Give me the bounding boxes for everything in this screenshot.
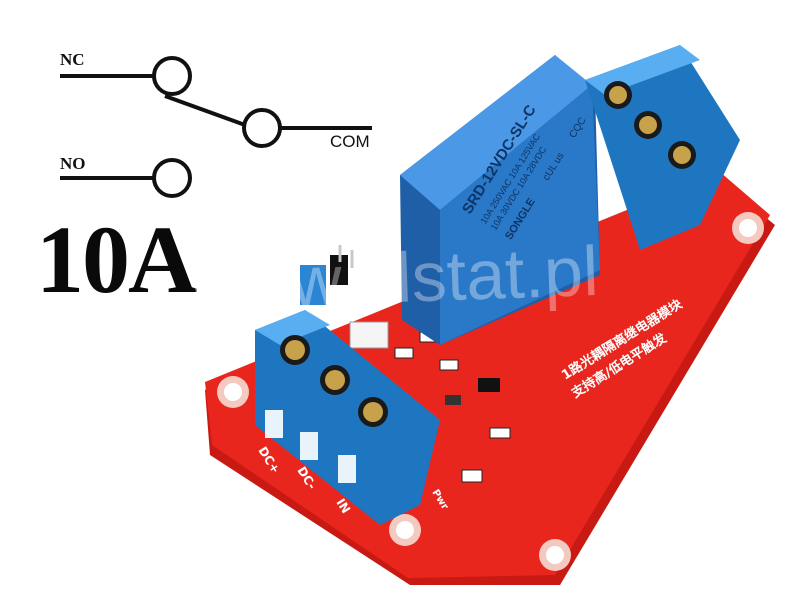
power-led <box>461 469 483 483</box>
optocoupler <box>349 321 389 349</box>
no-label: NO <box>60 154 86 173</box>
nc-contact <box>152 56 192 96</box>
wire-slot <box>300 432 318 460</box>
current-rating: 10A <box>36 206 197 313</box>
com-label: COM <box>330 132 370 151</box>
output-terminal-block <box>585 45 740 250</box>
relay-body: SRD-12VDC-SL-C 10A 250VAC 10A 125VAC 10A… <box>400 55 600 345</box>
switch-schematic <box>60 56 372 198</box>
smd-resistor <box>394 347 414 359</box>
input-terminal-block <box>255 310 440 525</box>
nc-label: NC <box>60 50 85 69</box>
diode <box>445 395 461 405</box>
wire-slot <box>265 410 283 438</box>
no-contact <box>152 158 192 198</box>
wire-slot <box>338 455 356 483</box>
com-contact <box>242 108 282 148</box>
switch-arm <box>164 94 246 127</box>
trigger-jumper <box>300 245 354 305</box>
smd-resistor <box>439 359 459 371</box>
transistor <box>478 378 500 392</box>
smd-capacitor <box>489 427 511 439</box>
silk-in: IN <box>333 496 353 516</box>
